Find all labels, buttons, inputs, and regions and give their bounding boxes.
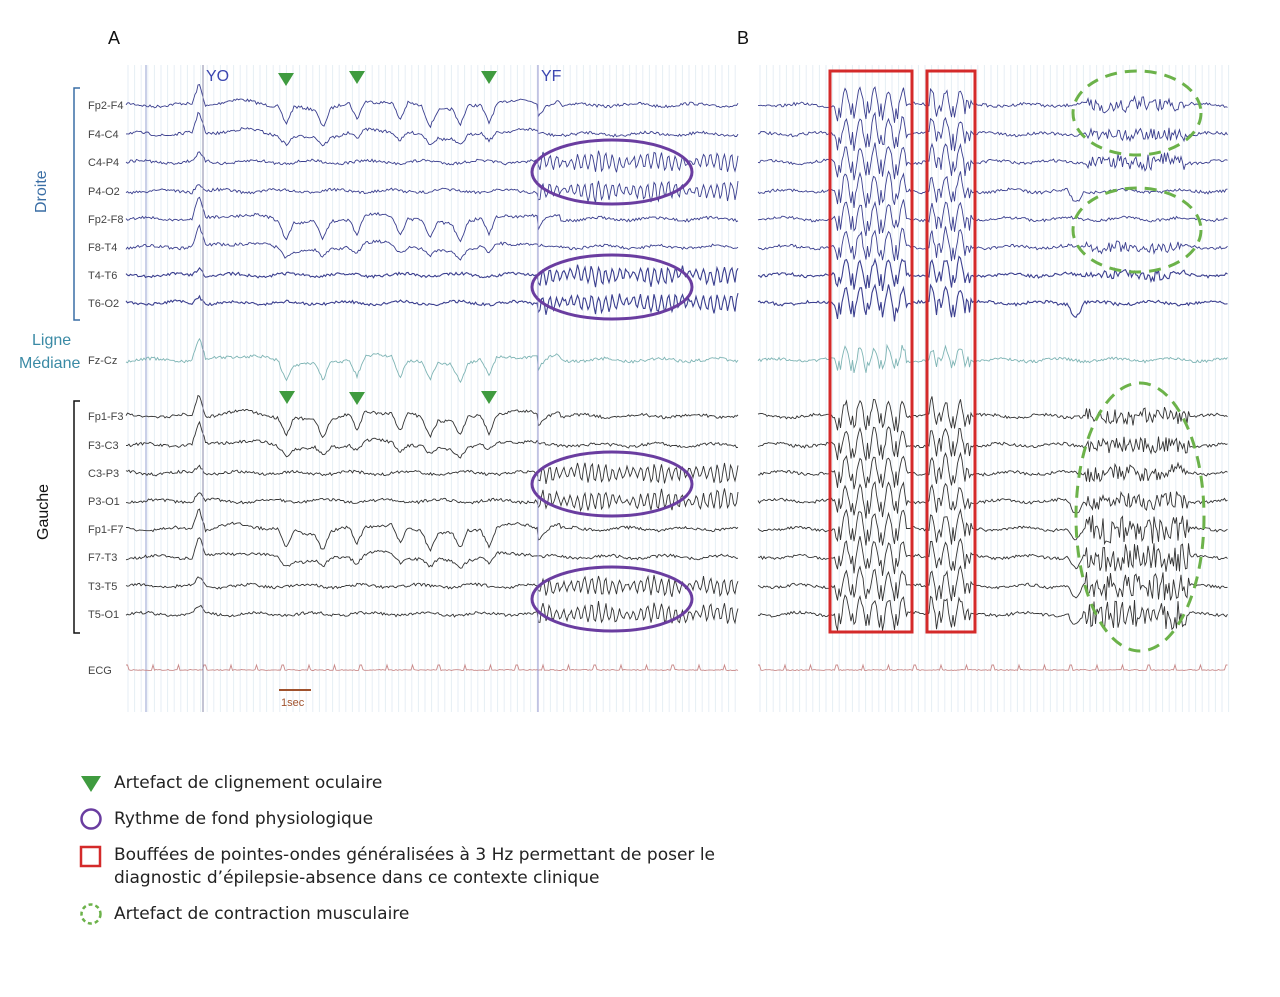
group-midline-label-2: Médiane: [19, 355, 80, 372]
eeg-trace-fp2-f8-panel-a: [125, 196, 739, 243]
spike-wave-box: [828, 69, 914, 634]
eeg-trace-c4-p4-panel-a: [125, 150, 739, 173]
background-ellipse: [530, 565, 694, 633]
group-midline-label-1: Ligne: [32, 332, 71, 349]
blink-triangle-icon: [279, 391, 295, 404]
eeg-trace-c3-p3-panel-a: [125, 462, 739, 484]
eeg-trace-t3-t5-panel-b: [757, 564, 1228, 602]
channel-label: T3-T5: [88, 581, 117, 593]
channel-label: P3-O1: [88, 496, 120, 508]
blink-triangle-icon: [349, 392, 365, 405]
eeg-trace-f4-c4-panel-b: [757, 111, 1228, 152]
legend: Artefact de clignement oculaire Rythme d…: [78, 772, 794, 939]
legend-item-background: Rythme de fond physiologique: [78, 808, 794, 831]
eeg-trace-t5-o1-panel-a: [125, 600, 739, 625]
eeg-trace-f7-t3-panel-a: [125, 537, 739, 569]
channel-label: F3-C3: [88, 440, 119, 452]
eeg-trace-t5-o1-panel-b: [757, 594, 1228, 631]
eeg-trace-fp2-f4-panel-a: [125, 84, 739, 129]
eeg-trace-c4-p4-panel-b: [757, 142, 1228, 181]
eyes-open-marker: YO: [206, 68, 229, 85]
channel-label: C3-P3: [88, 468, 119, 480]
legend-item-blink: Artefact de clignement oculaire: [78, 772, 794, 795]
eeg-trace-fp1-f7-panel-b: [757, 508, 1228, 546]
eeg-trace-ecg-panel-b: [758, 663, 1228, 672]
eeg-trace-fp1-f3-panel-b: [757, 396, 1228, 433]
blink-triangle-icon: [349, 71, 365, 84]
eeg-traces: [125, 84, 1228, 672]
muscle-ellipse: [1071, 69, 1203, 157]
channel-label: Fz-Cz: [88, 355, 117, 367]
eeg-trace-f4-c4-panel-a: [126, 111, 739, 147]
channel-label: T6-O2: [88, 298, 119, 310]
eeg-trace-p3-o1-panel-a: [125, 488, 739, 513]
purple-ellipse-icon: [78, 808, 104, 830]
panel-b-label: B: [737, 28, 749, 48]
eeg-trace-fz-cz-panel-b: [757, 343, 1228, 373]
eeg-trace-c3-p3-panel-b: [757, 451, 1228, 490]
red-square-icon: [78, 844, 104, 868]
eeg-trace-f8-t4-panel-a: [125, 223, 739, 261]
blink-markers: [278, 71, 497, 405]
eeg-trace-t6-o2-panel-b: [757, 283, 1228, 322]
channel-label: Fp1-F7: [88, 524, 123, 536]
channel-label: F7-T3: [88, 552, 117, 564]
group-left-label: Gauche: [35, 484, 52, 540]
blink-triangle-icon: [481, 71, 497, 84]
spike-wave-boxes: [828, 69, 977, 634]
muscle-ellipse: [1074, 381, 1206, 653]
right-bracket: [73, 87, 80, 321]
eeg-trace-f8-t4-panel-b: [757, 226, 1228, 262]
eyes-closed-marker: YF: [541, 68, 562, 85]
eeg-trace-f7-t3-panel-b: [757, 536, 1228, 576]
panel-a-label: A: [108, 28, 120, 48]
channel-label: Fp2-F4: [88, 100, 123, 112]
background-ellipse: [530, 253, 694, 321]
background-rhythm-ellipses: [530, 138, 694, 633]
channel-label: T4-T6: [88, 270, 117, 282]
legend-text: Artefact de contraction musculaire: [114, 904, 410, 924]
eeg-trace-t4-t6-panel-b: [757, 255, 1228, 291]
green-dashed-circle-icon: [78, 903, 104, 925]
legend-text: Rythme de fond physiologique: [114, 809, 374, 829]
background-ellipse: [530, 450, 694, 518]
eeg-trace-t6-o2-panel-a: [125, 292, 739, 315]
eeg-trace-fp1-f7-panel-a: [125, 508, 739, 553]
muscle-ellipse: [1071, 186, 1203, 274]
channel-label: F4-C4: [88, 129, 119, 141]
eeg-trace-t3-t5-panel-a: [125, 574, 739, 598]
channel-label: P4-O2: [88, 186, 120, 198]
eeg-trace-t4-t6-panel-a: [125, 264, 739, 288]
eeg-trace-f3-c3-panel-a: [125, 420, 739, 459]
eeg-trace-p3-o1-panel-b: [757, 480, 1228, 519]
background-ellipse: [530, 138, 694, 206]
channel-label: Fp2-F8: [88, 214, 123, 226]
scale-bar-label: 1sec: [281, 697, 305, 709]
left-bracket: [73, 400, 80, 634]
channel-label: Fp1-F3: [88, 411, 123, 423]
channel-labels: Fp2-F4F4-C4C4-P4P4-O2Fp2-F8F8-T4T4-T6T6-…: [88, 100, 123, 677]
blink-triangle-icon: [481, 391, 497, 404]
legend-text: Bouffées de pointes-ondes généralisées à…: [114, 845, 716, 888]
eeg-trace-fp1-f3-panel-a: [125, 394, 739, 439]
muscle-artefact-markers: [1071, 69, 1206, 653]
eeg-trace-p4-o2-panel-b: [757, 170, 1228, 208]
blink-triangle-icon: [278, 73, 294, 86]
eeg-trace-f3-c3-panel-b: [757, 426, 1228, 461]
spike-wave-box: [925, 69, 977, 634]
legend-text: Artefact de clignement oculaire: [114, 773, 383, 793]
eeg-trace-fp2-f4-panel-b: [758, 86, 1228, 123]
channel-label: C4-P4: [88, 157, 119, 169]
green-triangle-icon: [78, 772, 104, 794]
group-right-label: Droite: [33, 170, 50, 213]
legend-item-spikewave: Bouffées de pointes-ondes généralisées à…: [78, 844, 794, 890]
channel-label: F8-T4: [88, 242, 117, 254]
eeg-trace-fp2-f8-panel-b: [757, 199, 1228, 237]
legend-item-muscle: Artefact de contraction musculaire: [78, 903, 794, 926]
eeg-trace-p4-o2-panel-a: [125, 180, 739, 204]
eeg-trace-ecg-panel-a: [126, 663, 739, 672]
eeg-trace-fz-cz-panel-a: [125, 337, 739, 384]
channel-label: T5-O1: [88, 609, 119, 621]
channel-label: ECG: [88, 665, 112, 677]
